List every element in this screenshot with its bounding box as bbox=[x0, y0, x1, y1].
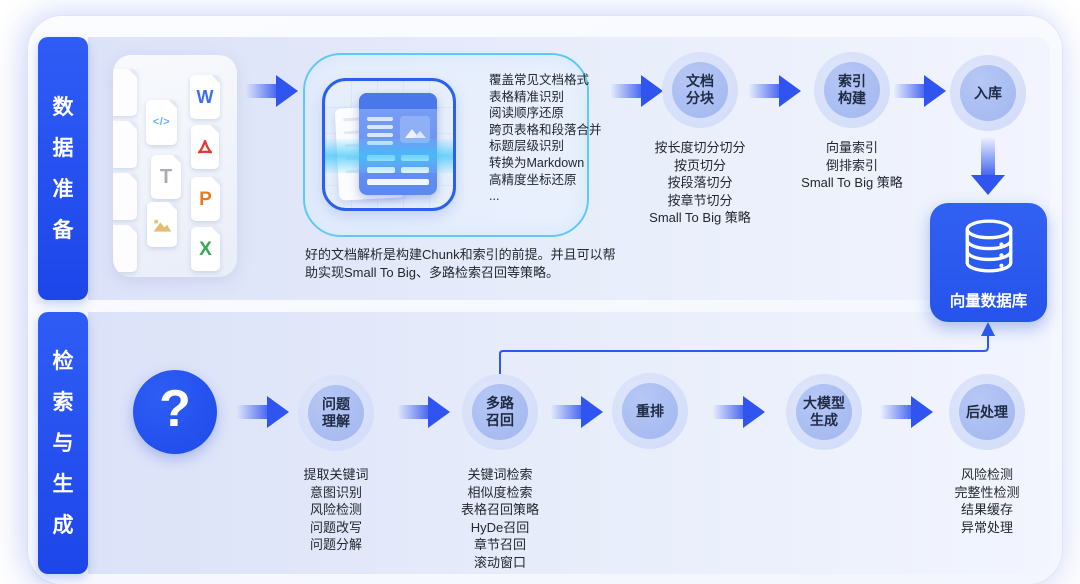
blank-file-icon bbox=[113, 69, 137, 116]
parse-caption: 好的文档解析是构建Chunk和索引的前提。并且可以帮助实现Small To Bi… bbox=[305, 247, 616, 280]
word-file-icon: W bbox=[190, 75, 220, 119]
chunking-methods-list: 按长度切分切分 按页切分 按段落切分 按章节切分 Small To Big 策略 bbox=[649, 140, 751, 225]
pdf-file-icon bbox=[191, 125, 219, 169]
sidebar-data-prep: 数据准备 bbox=[38, 37, 88, 300]
node-rerank: 重排 bbox=[612, 373, 688, 449]
text-file-icon: T bbox=[151, 155, 181, 199]
ppt-file-icon: P bbox=[191, 177, 220, 221]
node-llm-generation: 大模型 生成 bbox=[786, 374, 862, 450]
blank-file-icon bbox=[113, 225, 137, 272]
scan-band bbox=[325, 139, 453, 173]
blank-file-icon bbox=[113, 121, 137, 168]
doc-parse-tile-icon bbox=[322, 78, 456, 211]
arrow-llm-to-post bbox=[881, 396, 933, 428]
arrow-rerank-to-llm bbox=[713, 396, 765, 428]
code-file-icon: </> bbox=[146, 100, 177, 145]
node-post-processing: 后处理 bbox=[949, 374, 1025, 450]
arrow-index-to-store bbox=[894, 75, 946, 107]
blank-file-icon bbox=[113, 173, 137, 220]
node-question-understanding: 问题 理解 bbox=[298, 375, 374, 451]
arrow-question-to-understand bbox=[237, 396, 289, 428]
arrow-files-to-parse bbox=[246, 75, 298, 107]
vector-database-box: 向量数据库 bbox=[930, 203, 1047, 322]
arrow-store-to-db bbox=[971, 138, 1005, 196]
index-types-list: 向量索引 倒排索引 Small To Big 策略 bbox=[801, 140, 903, 190]
arrow-chunk-to-index bbox=[749, 75, 801, 107]
arrow-understand-to-recall bbox=[398, 396, 450, 428]
file-types-card: </> T W P X bbox=[113, 55, 237, 277]
image-file-icon bbox=[147, 202, 177, 247]
multi-recall-list: 关键词检索 相似度检索 表格召回策略 HyDe召回 章节召回 滚动窗口 bbox=[460, 467, 539, 570]
parse-feature-list: 覆盖常见文档格式 表格精准识别 阅读顺序还原 跨页表格和段落合并 标题层级识别 … bbox=[489, 73, 602, 204]
post-processing-list: 风险检测 完整性检测 结果缓存 异常处理 bbox=[954, 467, 1020, 535]
question-understanding-list: 提取关键词 意图识别 风险检测 问题改写 问题分解 bbox=[303, 467, 369, 552]
node-storage: 入库 bbox=[950, 55, 1026, 131]
node-index-building: 索引 构建 bbox=[814, 52, 890, 128]
question-icon: ? bbox=[133, 370, 217, 454]
sidebar-retrieval-generation: 检索与生成 bbox=[38, 312, 88, 574]
retrieval-generation-label: 检索与生成 bbox=[52, 349, 74, 537]
vector-database-label: 向量数据库 bbox=[949, 293, 1028, 310]
node-doc-chunking: 文档 分块 bbox=[662, 52, 738, 128]
arrow-recall-to-rerank bbox=[551, 396, 603, 428]
database-icon bbox=[965, 219, 1012, 273]
data-prep-label: 数据准备 bbox=[52, 95, 74, 242]
node-multi-recall: 多路 召回 bbox=[462, 374, 538, 450]
arrow-parse-to-chunk bbox=[611, 75, 663, 107]
excel-file-icon: X bbox=[191, 227, 220, 271]
